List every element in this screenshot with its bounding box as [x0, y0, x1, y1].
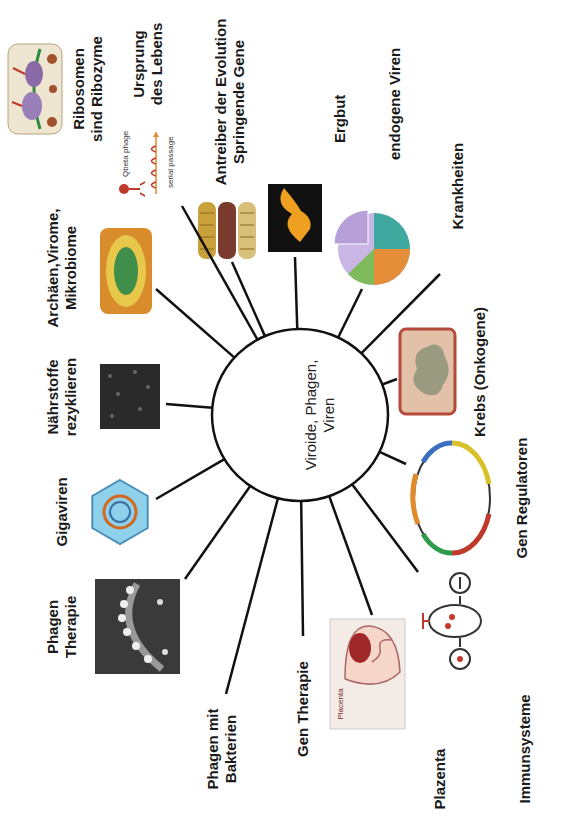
spoke-line [156, 289, 234, 358]
image-caption: serial passage [167, 136, 176, 188]
nutrient-picture [100, 364, 160, 429]
hot-spring-picture [100, 228, 152, 314]
tumor-picture [400, 329, 455, 414]
eagle-picture [268, 184, 322, 252]
circle-text: Viroide, Phagen, Viren [302, 359, 338, 471]
spoke-line [232, 262, 265, 336]
spoke-line [185, 486, 250, 579]
spoke-line [338, 289, 362, 337]
spoke-line [352, 484, 418, 572]
spoke-line [226, 498, 278, 694]
topic-label: Archäen,Virome, Mikrobiome [44, 201, 80, 336]
topic-label: Plazenta [431, 749, 449, 810]
circle-outline [210, 327, 390, 503]
topic-label: Immunsysteme [516, 694, 534, 803]
image-caption: Qbeta phage [122, 131, 131, 177]
topic-label: Antreiber der Evolution Springende Gene [212, 6, 248, 198]
topic-label: Krebs (Onkogene) [471, 307, 489, 437]
circle-ellipse [212, 329, 388, 501]
spoke-line [329, 496, 372, 615]
spoke-line [382, 379, 397, 384]
topic-label: endogene Viren [386, 48, 404, 160]
topic-label: Gen Therapie [294, 661, 312, 757]
immune-scheme [422, 573, 481, 669]
spoke-line [380, 452, 406, 464]
spoke-line [361, 274, 440, 353]
image-caption: Placenta [337, 688, 346, 719]
spoke-line [182, 206, 257, 340]
ribosome-picture [8, 44, 62, 134]
topic-label: Gen Regulatoren [513, 438, 531, 559]
spoke-line [301, 501, 303, 636]
spoke-line [166, 404, 212, 408]
spoke-line [156, 459, 224, 499]
genome-pie-chart [334, 210, 410, 285]
topic-label: Krankheiten [449, 143, 467, 230]
spoke-line [295, 257, 297, 329]
center-circle: Viroide, Phagen, Viren [210, 327, 390, 503]
topic-label: Nährstoffe rezyklieren [44, 347, 80, 447]
topic-label: Ribosomen sind Ribozyme [70, 33, 106, 145]
giant-virus-picture [92, 480, 147, 544]
topic-label: Gigaviren [53, 477, 71, 546]
topic-label: Ergbut [331, 95, 349, 143]
topic-label: Phagen mit Bakterien [204, 702, 240, 797]
topic-label: Phagen Therapie [44, 587, 80, 667]
plasmid-map [413, 443, 490, 553]
phage-micrograph [95, 579, 180, 674]
placenta-picture [330, 619, 405, 729]
topic-label: Ursprung des Lebens [130, 17, 166, 112]
